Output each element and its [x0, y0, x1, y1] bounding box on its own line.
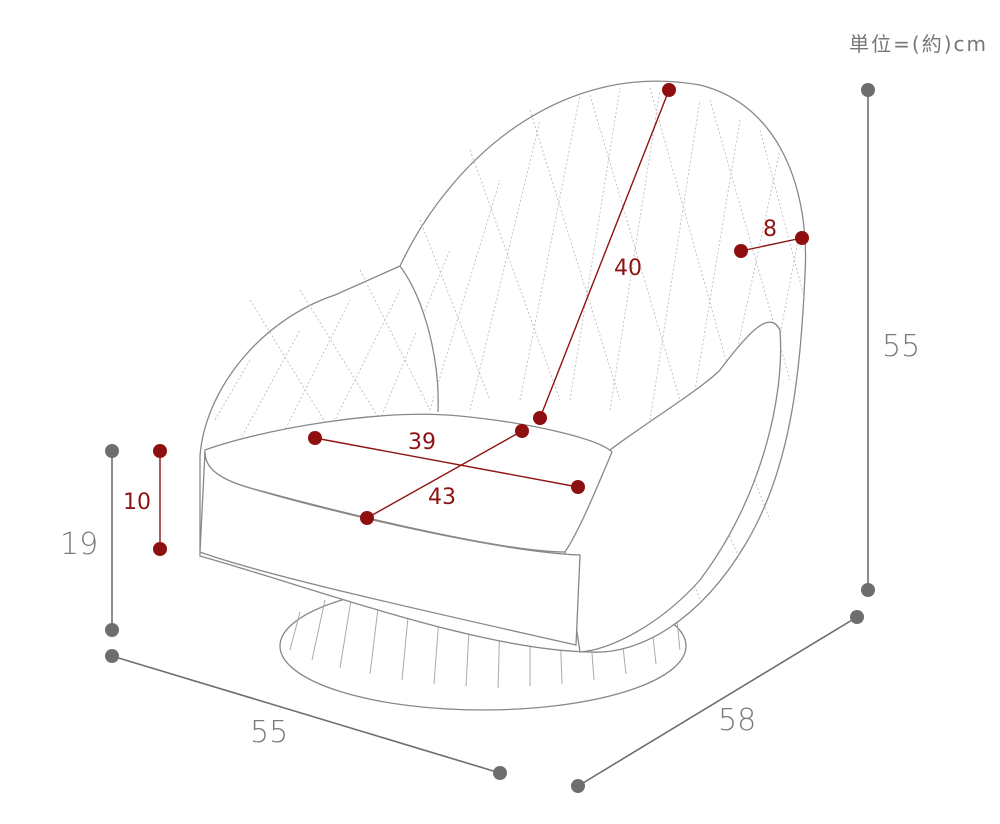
- seat-width-label: 39: [408, 430, 436, 455]
- backrest-thickness-label: 8: [763, 217, 777, 242]
- seat-height-measure: 19: [60, 444, 119, 637]
- height-measure: 55: [861, 83, 920, 597]
- width-measure: 55: [105, 649, 507, 780]
- chair-shell: [199, 80, 807, 653]
- backrest-height-measure: 40: [533, 83, 676, 425]
- seat-depth-measure: 43: [360, 424, 529, 525]
- depth-measure: 58: [571, 610, 864, 793]
- backrest-thickness-measure: 8: [734, 217, 809, 258]
- seat-height-label: 19: [60, 527, 98, 562]
- seat-depth-label: 43: [428, 485, 456, 510]
- backrest-height-label: 40: [614, 256, 642, 281]
- cushion-thickness-label: 10: [123, 490, 151, 515]
- cushion-thickness-measure: 10: [123, 444, 167, 556]
- depth-label: 58: [718, 703, 756, 738]
- height-label: 55: [882, 329, 920, 364]
- unit-note: 単位=(約)cm: [849, 32, 988, 56]
- width-label: 55: [250, 715, 288, 750]
- seat-width-measure: 39: [308, 430, 585, 494]
